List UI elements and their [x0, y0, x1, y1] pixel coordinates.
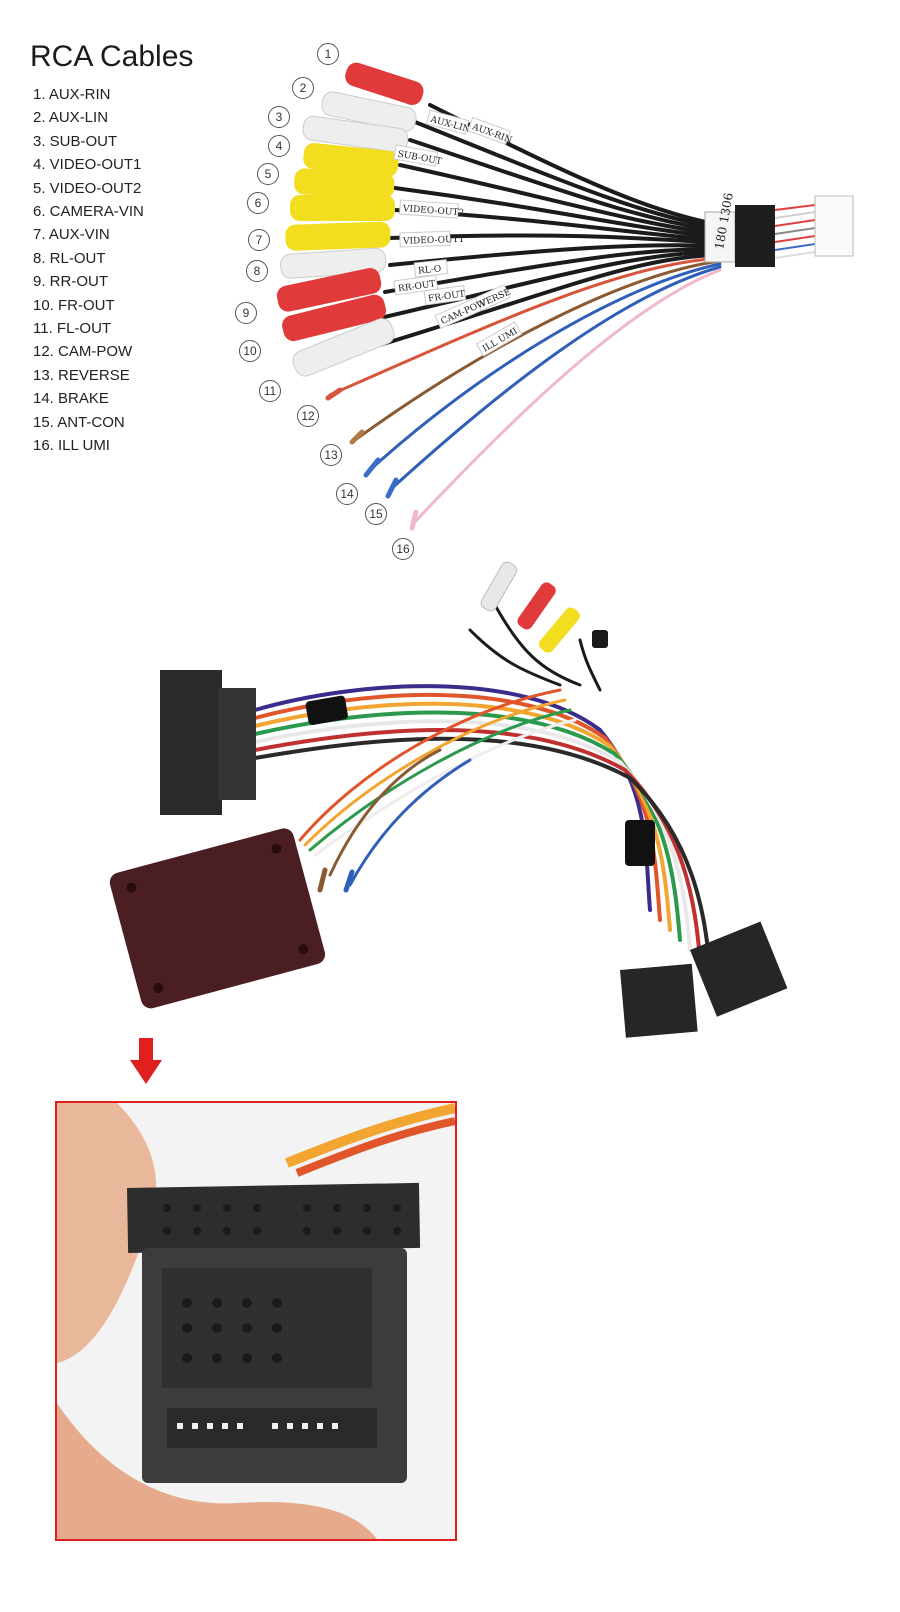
callout-4: 4 — [268, 135, 290, 157]
connector-closeup-photo — [57, 1103, 455, 1539]
legend-item: 9. RR-OUT — [33, 273, 108, 291]
callout-9: 9 — [235, 302, 257, 324]
rca-plug-rr-out — [276, 268, 382, 312]
legend-item: 3. SUB-OUT — [33, 132, 118, 150]
connector-closeup-frame — [55, 1101, 457, 1541]
callout-8: 8 — [246, 260, 268, 282]
legend-item: 5. VIDEO-OUT2 — [33, 179, 142, 197]
legend-item: 10. FR-OUT — [33, 296, 115, 314]
callout-13: 13 — [320, 444, 342, 466]
rca-plug-video-out1 — [303, 142, 399, 177]
wire-tag: VIDEO-OUT1 — [402, 235, 465, 247]
rca-plug-video-out2 — [294, 168, 395, 199]
rca-plug-fr-out — [282, 294, 387, 342]
legend-item: 7. AUX-VIN — [33, 226, 110, 244]
callout-7: 7 — [248, 229, 270, 251]
callout-11: 11 — [259, 380, 281, 402]
legend-item: 4. VIDEO-OUT1 — [33, 156, 142, 174]
legend-item: 15. ANT-CON — [33, 413, 125, 431]
legend-item: 16. ILL UMI — [33, 437, 110, 455]
wire-tags: AUX-LIN AUX-RIN SUB-OUT VIDEO-OUT2 VIDEO… — [393, 109, 523, 357]
wire-tips — [325, 387, 419, 531]
rca-harness-illustration: 180 1306 AUX-LIN AUX-RIN SUB-OUT VIDEO-O… — [276, 62, 854, 531]
callout-6: 6 — [247, 192, 269, 214]
decoder-module — [109, 828, 326, 1009]
callout-10: 10 — [239, 340, 261, 362]
cable-legend: 1. AUX-RIN 2. AUX-LIN 3. SUB-OUT 4. VIDE… — [33, 83, 144, 458]
callout-1: 1 — [317, 43, 339, 65]
rca-plug-aux-vin — [285, 221, 391, 251]
legend-item: 8. RL-OUT — [33, 249, 106, 267]
legend-item: 1. AUX-RIN — [33, 86, 111, 103]
rca-plug-fl-out — [292, 318, 395, 377]
rca-plug-aux-rin — [345, 62, 424, 105]
legend-item: 6. CAMERA-VIN — [33, 203, 144, 221]
canbus-harness-illustration — [109, 561, 788, 1038]
legend-item: 11. FL-OUT — [33, 320, 112, 338]
callout-14: 14 — [336, 483, 358, 505]
wire-tag: RL-O — [418, 264, 442, 276]
callout-3: 3 — [268, 106, 290, 128]
harness-connector: 180 1306 — [704, 192, 854, 267]
wire-tag: VIDEO-OUT2 — [402, 204, 465, 218]
callout-2: 2 — [292, 77, 314, 99]
legend-item: 12. CAM-POW — [33, 343, 133, 361]
legend-item: 2. AUX-LIN — [33, 109, 109, 127]
callout-15: 15 — [365, 503, 387, 525]
rca-plug-camera-vin — [290, 195, 395, 221]
legend-item: 13. REVERSE — [33, 366, 130, 384]
callout-5: 5 — [257, 163, 279, 185]
arrow-down-icon — [130, 1038, 162, 1084]
harness-bundle-wires — [253, 603, 712, 972]
rca-plug-sub-out — [302, 115, 409, 153]
page-title: RCA Cables — [30, 40, 194, 73]
legend-item: 14. BRAKE — [33, 390, 109, 408]
callout-12: 12 — [297, 405, 319, 427]
callout-16: 16 — [392, 538, 414, 560]
